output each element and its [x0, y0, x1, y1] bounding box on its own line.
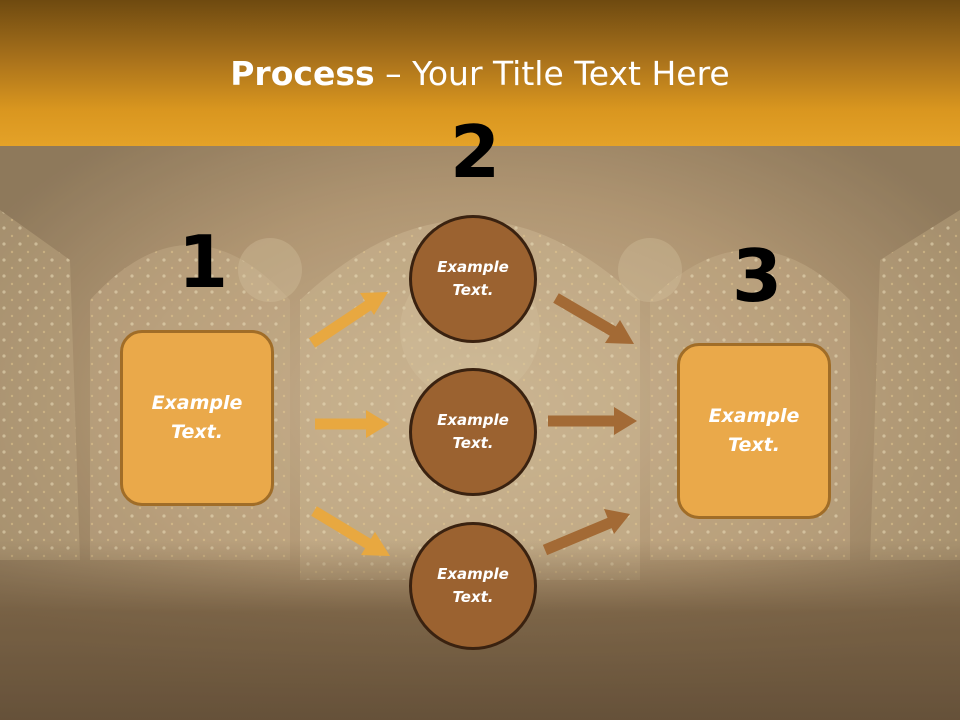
title-rest: – Your Title Text Here — [374, 54, 730, 93]
step-2-circle-middle[interactable]: Example Text. — [409, 368, 537, 496]
step-1-number: 1 — [178, 220, 229, 304]
arrow-left-down — [311, 506, 390, 556]
step-1-box[interactable]: Example Text. — [120, 330, 274, 506]
step-2-circle-bottom[interactable]: Example Text. — [409, 522, 537, 650]
arrow-right-middle — [548, 407, 637, 435]
title-bold: Process — [230, 54, 375, 93]
step-2-circle-top[interactable]: Example Text. — [409, 215, 537, 343]
slide-title: Process – Your Title Text Here — [0, 52, 960, 96]
step-3-number: 3 — [732, 234, 783, 318]
circle-middle-text: Example Text. — [437, 411, 509, 452]
step-1-text: Example Text. — [151, 392, 243, 443]
arrow-right-up — [542, 509, 630, 556]
step-3-box[interactable]: Example Text. — [677, 343, 831, 519]
circle-bottom-text: Example Text. — [437, 565, 509, 606]
title-bar: Process – Your Title Text Here — [0, 0, 960, 146]
step-3-text: Example Text. — [708, 405, 800, 456]
arrow-left-up — [308, 292, 388, 348]
arrow-left-middle — [315, 410, 389, 438]
step-2-number: 2 — [450, 110, 501, 194]
circle-top-text: Example Text. — [437, 258, 509, 299]
arrow-right-down — [553, 293, 634, 344]
